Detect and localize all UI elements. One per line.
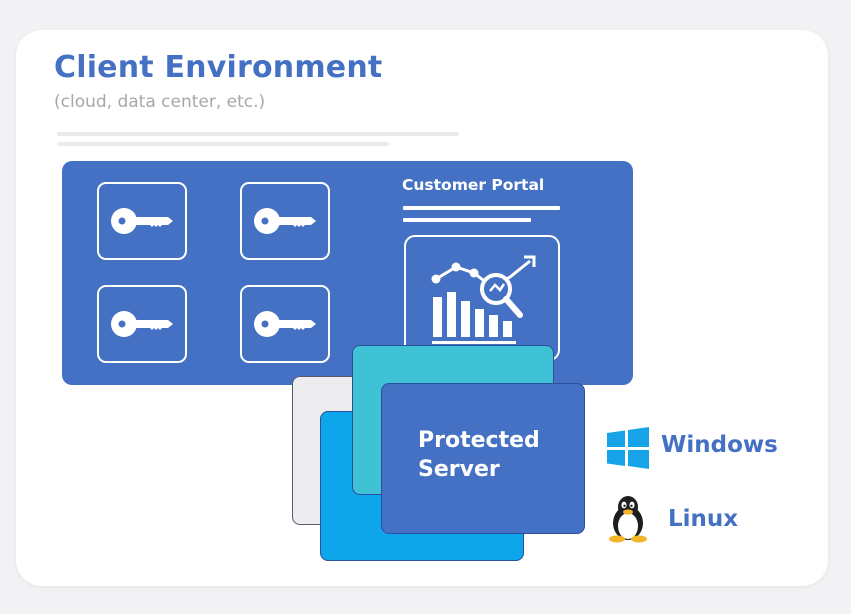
key-icon (111, 311, 173, 337)
portal-divider (403, 218, 531, 222)
linux-tux-icon (609, 496, 647, 543)
portal-title: Customer Portal (402, 176, 545, 194)
portal-divider (403, 206, 560, 210)
key-icon (254, 311, 316, 337)
server-label-line: Protected (418, 428, 540, 453)
analytics-chart-icon (431, 255, 536, 344)
key-tile (97, 182, 187, 260)
protected-server-card (381, 383, 585, 534)
protected-server-label: Protected Server (418, 426, 578, 484)
server-label-line: Server (418, 457, 500, 482)
page-title: Client Environment (54, 50, 383, 85)
page-subtitle: (cloud, data center, etc.) (54, 92, 266, 112)
key-tile (240, 182, 330, 260)
windows-logo-icon (607, 427, 649, 469)
os-label-windows: Windows (661, 432, 778, 458)
key-tile (97, 285, 187, 363)
divider-line (57, 142, 389, 146)
os-label-linux: Linux (668, 506, 739, 532)
key-icon (111, 208, 173, 234)
key-tile (240, 285, 330, 363)
divider-line (57, 132, 459, 136)
key-icon (254, 208, 316, 234)
portal-chart-tile (404, 235, 560, 361)
